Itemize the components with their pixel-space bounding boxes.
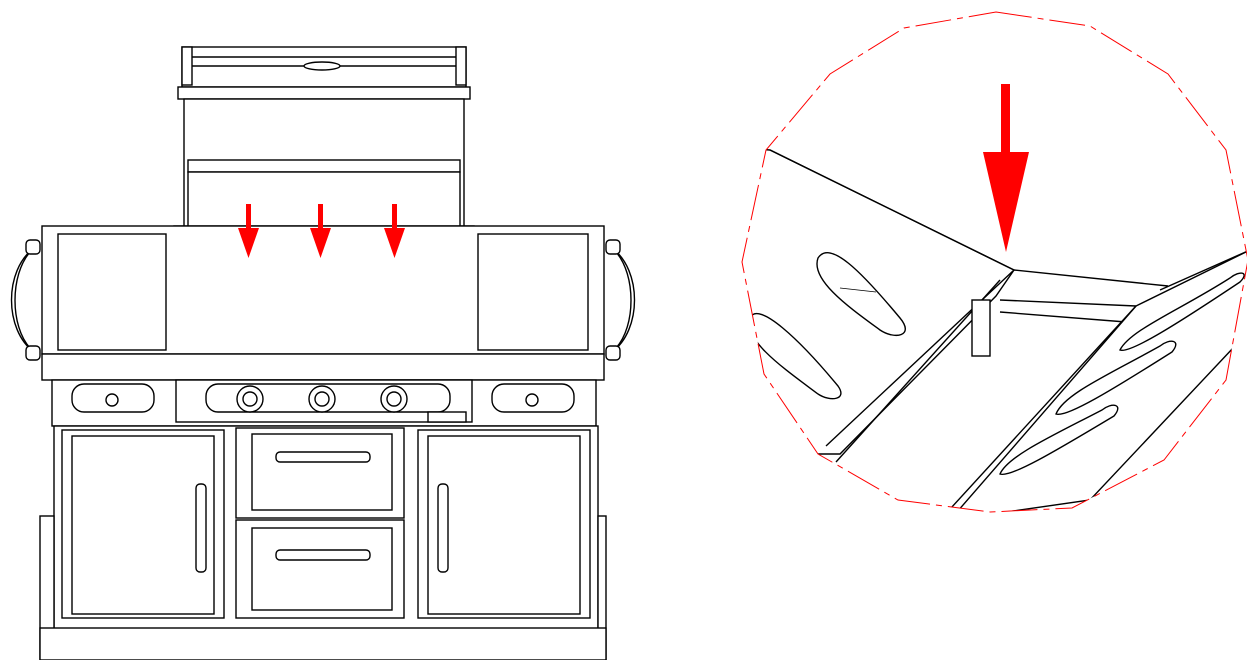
ignition-badge bbox=[427, 411, 467, 423]
left-knob-icon bbox=[105, 393, 119, 407]
right-cabinet-door bbox=[417, 429, 591, 619]
lower-drawer bbox=[235, 519, 405, 619]
arrow-heat-tent-3 bbox=[384, 204, 405, 258]
detail-zoom bbox=[741, 11, 1247, 513]
right-side-shelf bbox=[477, 233, 589, 351]
right-side-burner-panel bbox=[491, 383, 575, 413]
upper-drawer-handle-icon bbox=[275, 451, 371, 463]
right-knob-icon bbox=[525, 393, 539, 407]
grill-front-view bbox=[10, 46, 636, 660]
left-cabinet-door bbox=[61, 429, 225, 619]
arrow-heat-tent-2 bbox=[310, 204, 331, 258]
detail-slot-4 bbox=[1055, 340, 1177, 416]
grill-lid bbox=[177, 46, 471, 250]
burner-knob-3-icon bbox=[380, 385, 408, 413]
left-door-handle-icon bbox=[195, 483, 207, 573]
right-side-handle bbox=[605, 239, 636, 361]
detail-slot-5 bbox=[999, 404, 1119, 476]
detail-slot-3 bbox=[1119, 272, 1245, 351]
arrow-heat-tent-1 bbox=[238, 204, 259, 258]
upper-drawer bbox=[235, 427, 405, 519]
burner-knob-1-icon bbox=[236, 385, 264, 413]
right-door-handle-icon bbox=[437, 483, 449, 573]
left-side-burner-panel bbox=[71, 383, 155, 413]
lower-drawer-handle-icon bbox=[275, 549, 371, 561]
detail-heat-tent-closeup bbox=[742, 147, 1247, 512]
left-side-handle bbox=[10, 239, 41, 361]
left-side-shelf bbox=[57, 233, 167, 351]
detail-arrow bbox=[983, 84, 1029, 252]
detail-circle-outline bbox=[741, 11, 1247, 513]
burner-knob-2-icon bbox=[308, 385, 336, 413]
detail-slot-2 bbox=[748, 312, 842, 400]
detail-slot-1 bbox=[816, 252, 906, 337]
